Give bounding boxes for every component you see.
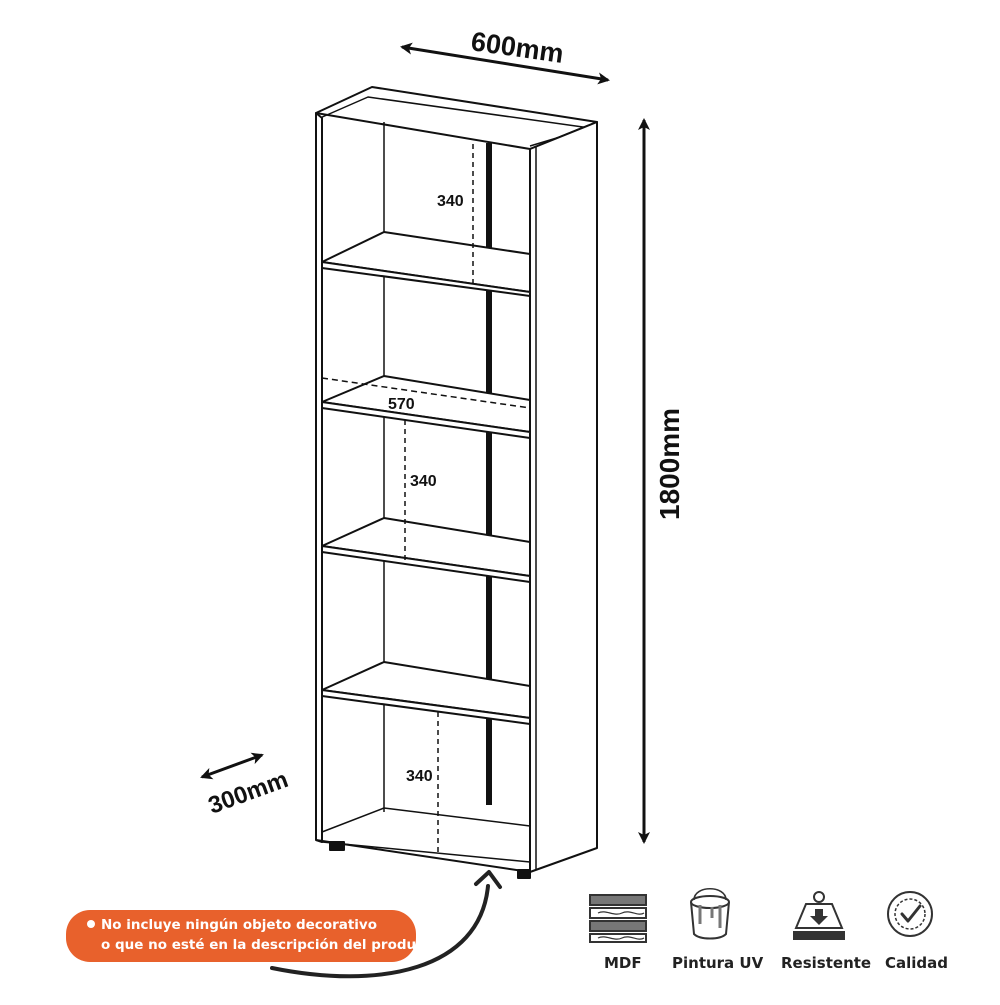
width-label: 600mm xyxy=(469,26,565,69)
note-line-1: No incluye ningún objeto decorativo xyxy=(101,917,377,933)
inner-width-label: 570 xyxy=(388,396,415,413)
shelf-3 xyxy=(321,517,531,583)
wood-planks-icon xyxy=(589,894,647,943)
foot-right xyxy=(517,869,531,879)
height-label: 1800mm xyxy=(654,408,685,520)
note-banner xyxy=(66,910,416,962)
shelf-4 xyxy=(321,661,531,725)
paint-bucket-icon xyxy=(690,887,730,940)
feature-label-pintura-uv: Pintura UV xyxy=(672,954,764,972)
depth-arrow xyxy=(200,752,264,780)
note-bullet xyxy=(87,920,95,928)
shelf-right-panel xyxy=(529,121,598,873)
shelf-left-panel xyxy=(315,112,323,843)
width-arrow xyxy=(400,42,610,85)
shelf-1 xyxy=(321,231,531,297)
bookshelf xyxy=(315,86,598,879)
inner-height-label-1: 340 xyxy=(437,193,464,210)
note-line-2: o que no esté en la descripción del prod… xyxy=(101,937,445,953)
foot-left xyxy=(329,841,345,851)
weight-icon xyxy=(793,891,845,940)
pointer-arrow xyxy=(270,884,490,979)
inner-height-label-2: 340 xyxy=(410,473,437,490)
quality-badge-icon xyxy=(887,891,933,937)
feature-label-calidad: Calidad xyxy=(885,954,948,972)
inner-height-label-3: 340 xyxy=(406,768,433,785)
feature-label-resistente: Resistente xyxy=(781,954,871,972)
back-panel-shadow xyxy=(486,143,492,805)
feature-label-mdf: MDF xyxy=(604,954,642,972)
depth-label: 300mm xyxy=(205,766,292,820)
shelf-2 xyxy=(321,375,531,439)
